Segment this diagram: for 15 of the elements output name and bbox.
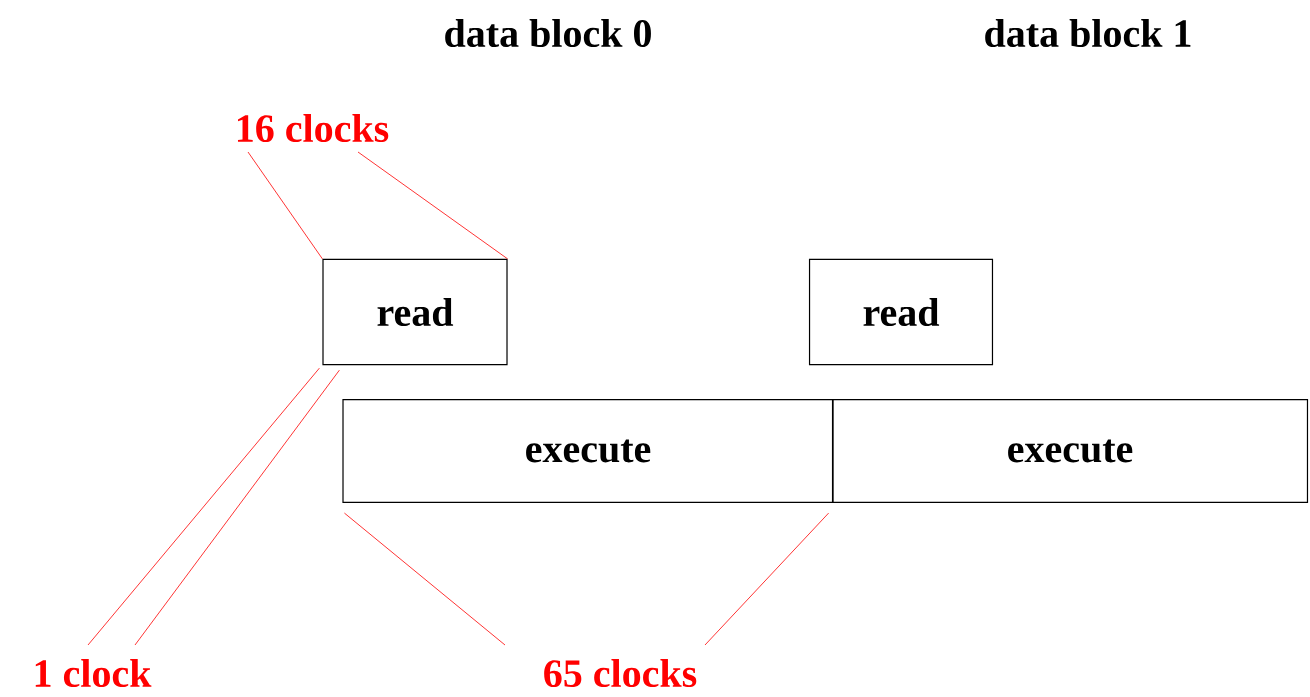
stage-box: read — [322, 258, 508, 366]
leader-line — [87, 367, 320, 646]
heading-text: data block 1 — [985, 18, 1191, 48]
leader-line — [357, 151, 508, 260]
stage-box: execute — [831, 398, 1309, 504]
heading-text: data block 0 — [445, 18, 651, 48]
leader-line — [134, 369, 340, 646]
stage-box: execute — [342, 398, 834, 504]
annotation-text: 16 clocks — [238, 113, 389, 143]
annotation-text: 1 clock — [35, 658, 152, 688]
leader-line — [704, 512, 829, 646]
leader-line — [247, 151, 323, 260]
leader-line — [344, 512, 506, 646]
stage-box: read — [808, 258, 994, 366]
annotation-text: 65 clocks — [544, 658, 697, 688]
